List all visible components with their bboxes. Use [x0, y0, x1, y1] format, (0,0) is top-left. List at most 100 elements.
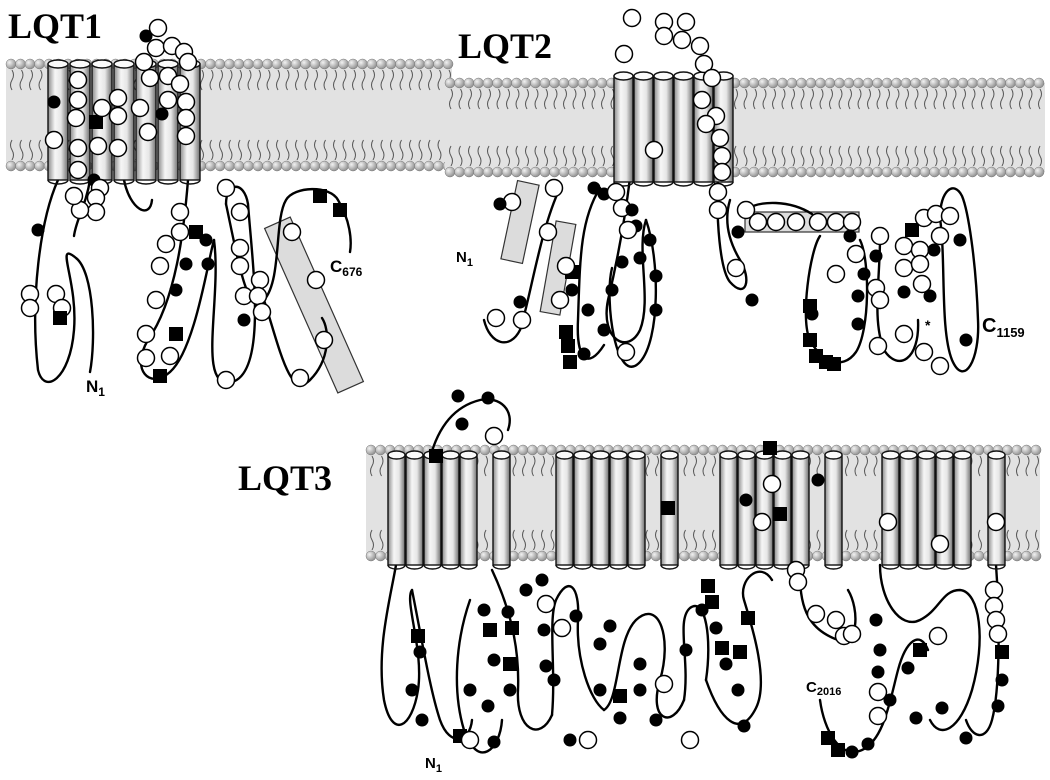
lqt3-open-circle-mutation [752, 512, 772, 532]
lqt1-lipid-head [309, 160, 321, 172]
lqt3-lipid-tail [1035, 529, 1039, 551]
lqt2-lipid-tail [867, 145, 871, 167]
lqt1-lipid-head [252, 58, 264, 70]
lqt1-lipid-head [338, 58, 349, 70]
lqt2-lipid-tail [829, 145, 833, 167]
lqt2-lipid-head [454, 166, 465, 178]
lqt2-lipid-tail [895, 88, 900, 110]
lqt2-lipid-tail [990, 88, 995, 110]
lqt3-lipid-tail [1006, 455, 1011, 477]
lqt3-filled-circle-mutation [633, 683, 647, 697]
lqt3-backbone [490, 568, 554, 731]
lqt1-lipid-tail [314, 69, 318, 91]
lqt1-lipid-head [281, 58, 292, 70]
lqt3-lipid-head [527, 550, 538, 562]
lqt3-lipid-tail [379, 529, 384, 551]
lqt3-filled-circle-mutation [845, 745, 859, 759]
lqt3-filled-circle-mutation [481, 391, 495, 405]
lqt2-lipid-tail [895, 145, 900, 167]
lqt2-open-circle-mutation [748, 212, 768, 232]
lqt1-lipid-head [243, 160, 254, 172]
lqt2-square-mutation [827, 357, 841, 371]
lqt2-square-mutation [905, 223, 919, 237]
lqt1-n-label: N [86, 377, 98, 396]
lqt3-filled-circle-mutation [487, 653, 501, 667]
lqt2-square-mutation [563, 355, 577, 369]
lqt2-lipid-tail [990, 145, 995, 167]
lqt2-lipid-tail [829, 88, 833, 110]
lqt3-lipid-head [698, 550, 709, 562]
lqt3-n-terminus: N1 [425, 755, 442, 775]
lqt1-helix-bottom [179, 179, 201, 185]
lqt2-filled-circle-mutation [851, 289, 865, 303]
lqt3-lipid-head [707, 550, 719, 562]
lqt1-helix [47, 59, 69, 185]
lqt1-lipid-tail [266, 139, 271, 161]
lqt3-filled-circle-mutation [603, 619, 617, 633]
lqt2-lipid-tail [800, 145, 805, 167]
lqt3-open-circle-mutation [868, 682, 888, 702]
lqt1-lipid-tail [323, 139, 328, 161]
lqt3-helix [719, 450, 738, 570]
lqt2-c-terminus: C1159 [982, 315, 1025, 340]
lqt1-backbone [211, 185, 257, 384]
lqt2-open-circle-mutation [930, 226, 950, 246]
lqt2-lipid-head [1033, 166, 1045, 178]
lqt3-lipid-head [375, 550, 386, 562]
lqt2-lipid-head [948, 166, 959, 178]
svg-text:C1159: C1159 [982, 315, 1025, 340]
lqt2-lipid-head [568, 166, 579, 178]
lqt3-open-circle-mutation [552, 618, 572, 638]
lqt2-lipid-tail [781, 145, 786, 167]
lqt2-open-circle-mutation [712, 146, 732, 166]
lqt3-helix-top [459, 450, 478, 460]
lqt2-lipid-head [872, 166, 883, 178]
lqt3-filled-circle-mutation [901, 661, 915, 675]
lqt1-lipid-tail [257, 139, 261, 161]
lqt2-lipid-tail [1009, 88, 1014, 110]
lqt2-open-circle-mutation [930, 356, 950, 376]
lqt2-lipid-head [900, 77, 912, 89]
lqt1-lipid-tail [352, 139, 356, 161]
lqt1-lipid-tail [29, 69, 33, 91]
lqt2-filled-circle-mutation [493, 197, 507, 211]
svg-text:N1: N1 [425, 755, 442, 775]
lqt2-open-circle-mutation [710, 128, 730, 148]
lqt1-lipid-tail [19, 69, 24, 91]
lqt3-lipid-tail [702, 529, 707, 551]
lqt2-lipid-tail [971, 145, 976, 167]
lqt3-filled-circle-mutation [935, 701, 949, 715]
lqt3-lipid-head [375, 444, 386, 456]
lqt2-lipid-tail [905, 145, 909, 167]
lqt2-lipid-head [976, 77, 988, 89]
lqt1-lipid-tail [38, 139, 43, 161]
lqt2-lipid-head [891, 77, 902, 89]
lqt2-helix [633, 71, 654, 187]
lqt2-lipid-tail [553, 88, 558, 110]
lqt1-lipid-head [357, 160, 368, 172]
lqt3-filled-circle-mutation [719, 657, 733, 671]
lqt2-open-circle-mutation [894, 236, 914, 256]
lqt1-open-circle-mutation [108, 88, 128, 108]
lqt2-lipid-head [872, 77, 883, 89]
lqt3-lipid-head [1011, 550, 1023, 562]
lqt3-backbone [602, 612, 686, 719]
lqt2-lipid-tail [544, 88, 548, 110]
lqt2-open-circle-mutation [912, 274, 932, 294]
lqt1-lipid-head [347, 58, 359, 70]
lqt2-helix-top [613, 71, 634, 81]
lqt3-filled-circle-mutation [991, 699, 1005, 713]
lqt1-square-mutation [189, 225, 203, 239]
lqt2-c-subscript: 1159 [996, 325, 1024, 340]
lqt2-lipid-tail [857, 145, 862, 167]
lqt1-open-circle-mutation [160, 346, 180, 366]
lqt3-filled-circle-mutation [871, 665, 885, 679]
lqt2-lipid-head [758, 77, 769, 89]
lqt3-lipid-tail [484, 455, 488, 477]
lqt3-filled-circle-mutation [739, 493, 753, 507]
lqt3-helix-bottom [935, 564, 954, 570]
lqt3-square-mutation [913, 643, 927, 657]
lqt3-lipid-tail [645, 455, 650, 477]
lqt3-lipid-tail [541, 529, 545, 551]
lqt2-helix-bottom [653, 181, 674, 187]
